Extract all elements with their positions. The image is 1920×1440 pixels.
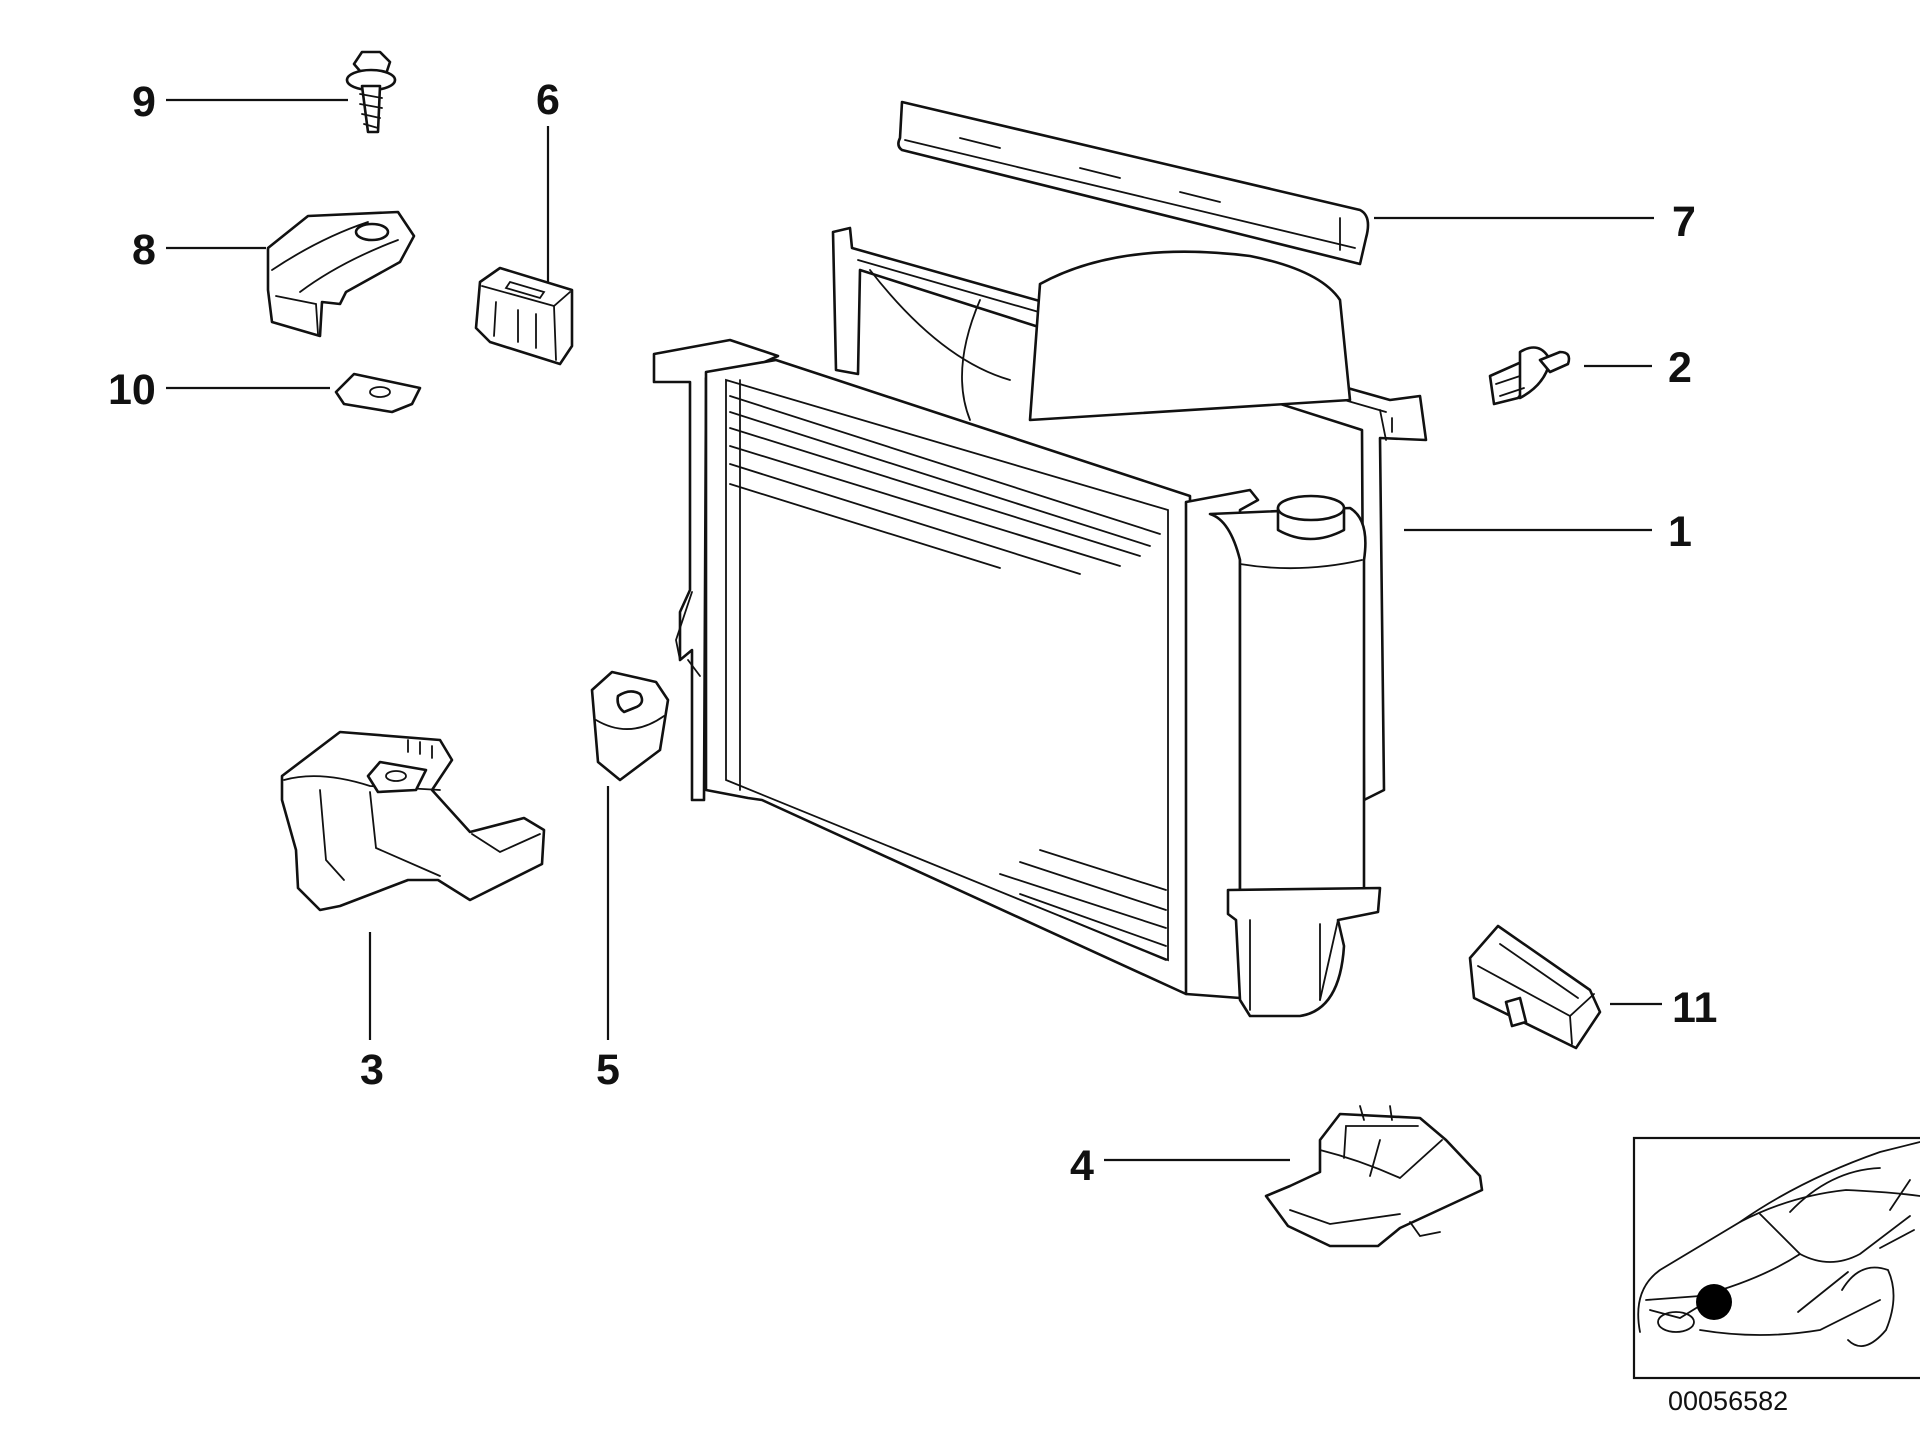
fan-shroud: [831, 226, 1428, 802]
radiator-part-1: [652, 338, 1382, 1018]
leader-lines: [166, 98, 1662, 1162]
vehicle-location-inset: [1632, 1136, 1920, 1380]
callout-9: 9: [132, 78, 156, 126]
callout-5: 5: [596, 1046, 620, 1094]
lower-bracket-part-4: [1264, 1105, 1484, 1248]
callout-4: 4: [1070, 1142, 1094, 1190]
callout-1: 1: [1668, 508, 1692, 556]
rubber-mount-part-6: [474, 266, 574, 366]
reference-number: 00056582: [1668, 1386, 1788, 1416]
callout-10: 10: [108, 366, 156, 414]
car-outline-icon: [1637, 1141, 1920, 1347]
seal-strip-part-7: [897, 100, 1370, 266]
callout-labels: 1 2 3 4 5 6 7 8 9 10 11: [108, 76, 1717, 1190]
rubber-grommet-part-5: [590, 670, 670, 782]
callout-8: 8: [132, 226, 156, 274]
lower-bracket-part-3: [280, 730, 546, 912]
clip-nut-part-10: [334, 372, 422, 414]
bolt-part-9: [345, 50, 397, 134]
bracket-part-8: [266, 210, 416, 338]
small-bracket-part-11: [1468, 924, 1602, 1050]
callout-11: 11: [1672, 984, 1717, 1032]
callout-6: 6: [536, 76, 560, 124]
location-marker-icon: [1696, 1284, 1732, 1320]
callout-3: 3: [360, 1046, 384, 1094]
callout-7: 7: [1672, 198, 1696, 246]
callout-2: 2: [1668, 344, 1692, 392]
expansion-rivet-part-2: [1488, 346, 1571, 406]
